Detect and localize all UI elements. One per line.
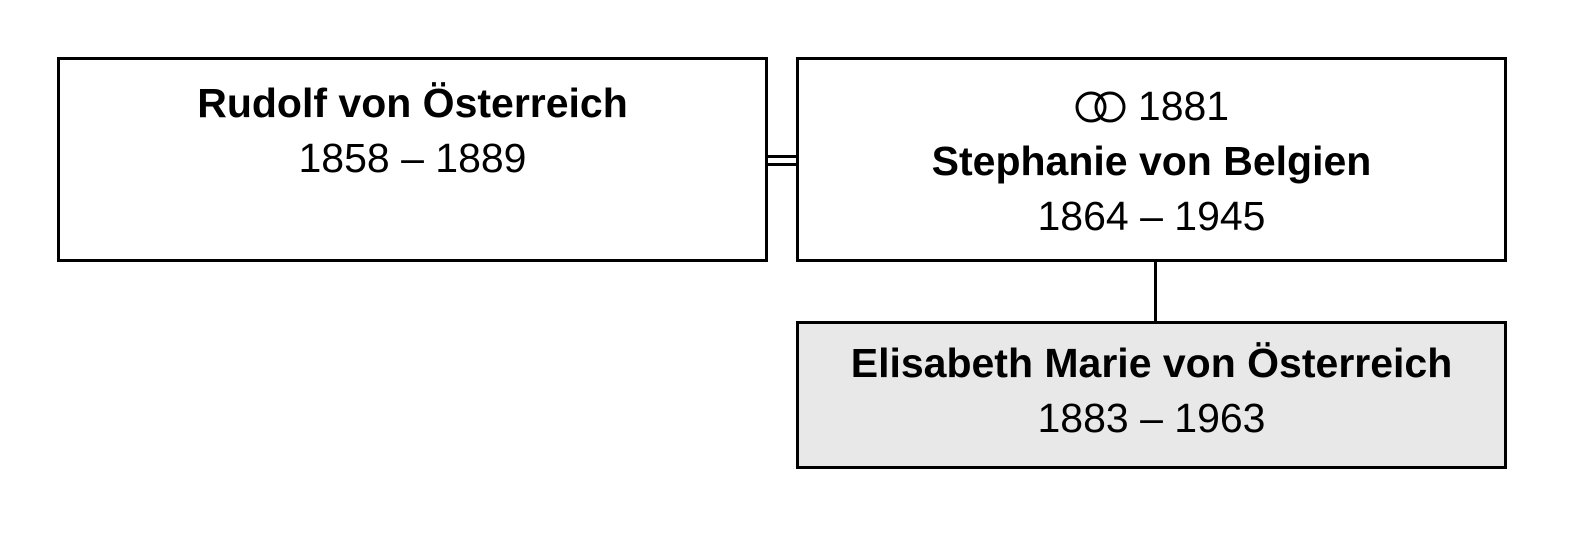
person-name: Rudolf von Österreich (197, 80, 628, 126)
person-name: Stephanie von Belgien (931, 138, 1372, 184)
marriage-year: 1881 (1137, 83, 1230, 129)
person-name: Elisabeth Marie von Österreich (850, 340, 1453, 386)
person-dates: 1864 – 1945 (1037, 193, 1266, 239)
person-dates: 1858 – 1889 (298, 135, 527, 181)
marriage-line-upper (768, 155, 798, 158)
marriage-line-lower (768, 163, 798, 166)
marriage-info: 1881 (799, 79, 1504, 134)
person-box-elisabeth: Elisabeth Marie von Österreich 1883 – 19… (796, 321, 1507, 469)
person-box-rudolf: Rudolf von Österreich 1858 – 1889 (57, 57, 768, 262)
person-dates: 1883 – 1963 (1037, 395, 1266, 441)
person-box-stephanie: 1881 Stephanie von Belgien 1864 – 1945 (796, 57, 1507, 262)
descendant-line (1154, 262, 1157, 322)
wedding-rings-icon (1075, 91, 1126, 122)
